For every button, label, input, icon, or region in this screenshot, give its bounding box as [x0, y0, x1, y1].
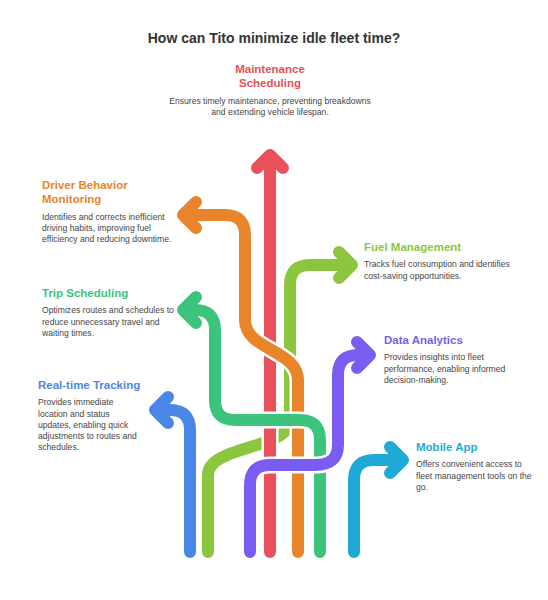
node-heading: Data Analytics	[384, 333, 534, 347]
text-node: Mobile AppOffers convenient access to fl…	[416, 440, 538, 493]
text-node: Data AnalyticsProvides insights into fle…	[384, 333, 534, 386]
node-heading: Trip Scheduling	[42, 286, 174, 300]
text-node: Maintenance SchedulingEnsures timely mai…	[165, 62, 375, 118]
tracking-arrow	[155, 397, 190, 552]
text-node: Trip SchedulingOptimizes routes and sche…	[42, 286, 174, 339]
diagram-title: How can Tito minimize idle fleet time?	[0, 30, 548, 46]
node-heading: Real-time Tracking	[38, 378, 144, 392]
node-description: Provides immediate location and status u…	[38, 397, 144, 453]
node-heading: Mobile App	[416, 440, 538, 454]
node-heading: Fuel Management	[364, 240, 530, 254]
node-description: Tracks fuel consumption and identifies c…	[364, 259, 530, 281]
node-heading: Maintenance Scheduling	[210, 62, 330, 91]
mobile-arrow	[354, 447, 403, 552]
text-node: Real-time TrackingProvides immediate loc…	[38, 378, 144, 453]
node-heading: Driver Behavior Monitoring	[42, 178, 172, 207]
node-description: Ensures timely maintenance, preventing b…	[165, 96, 375, 118]
text-node: Fuel ManagementTracks fuel consumption a…	[364, 240, 530, 282]
text-node: Driver Behavior MonitoringIdentifies and…	[42, 178, 172, 245]
node-description: Offers convenient access to fleet manage…	[416, 459, 538, 493]
node-description: Provides insights into fleet performance…	[384, 352, 534, 386]
node-description: Identifies and corrects inefficient driv…	[42, 212, 172, 246]
node-description: Optimizes routes and schedules to reduce…	[42, 305, 174, 339]
driver-arrow	[183, 202, 298, 552]
